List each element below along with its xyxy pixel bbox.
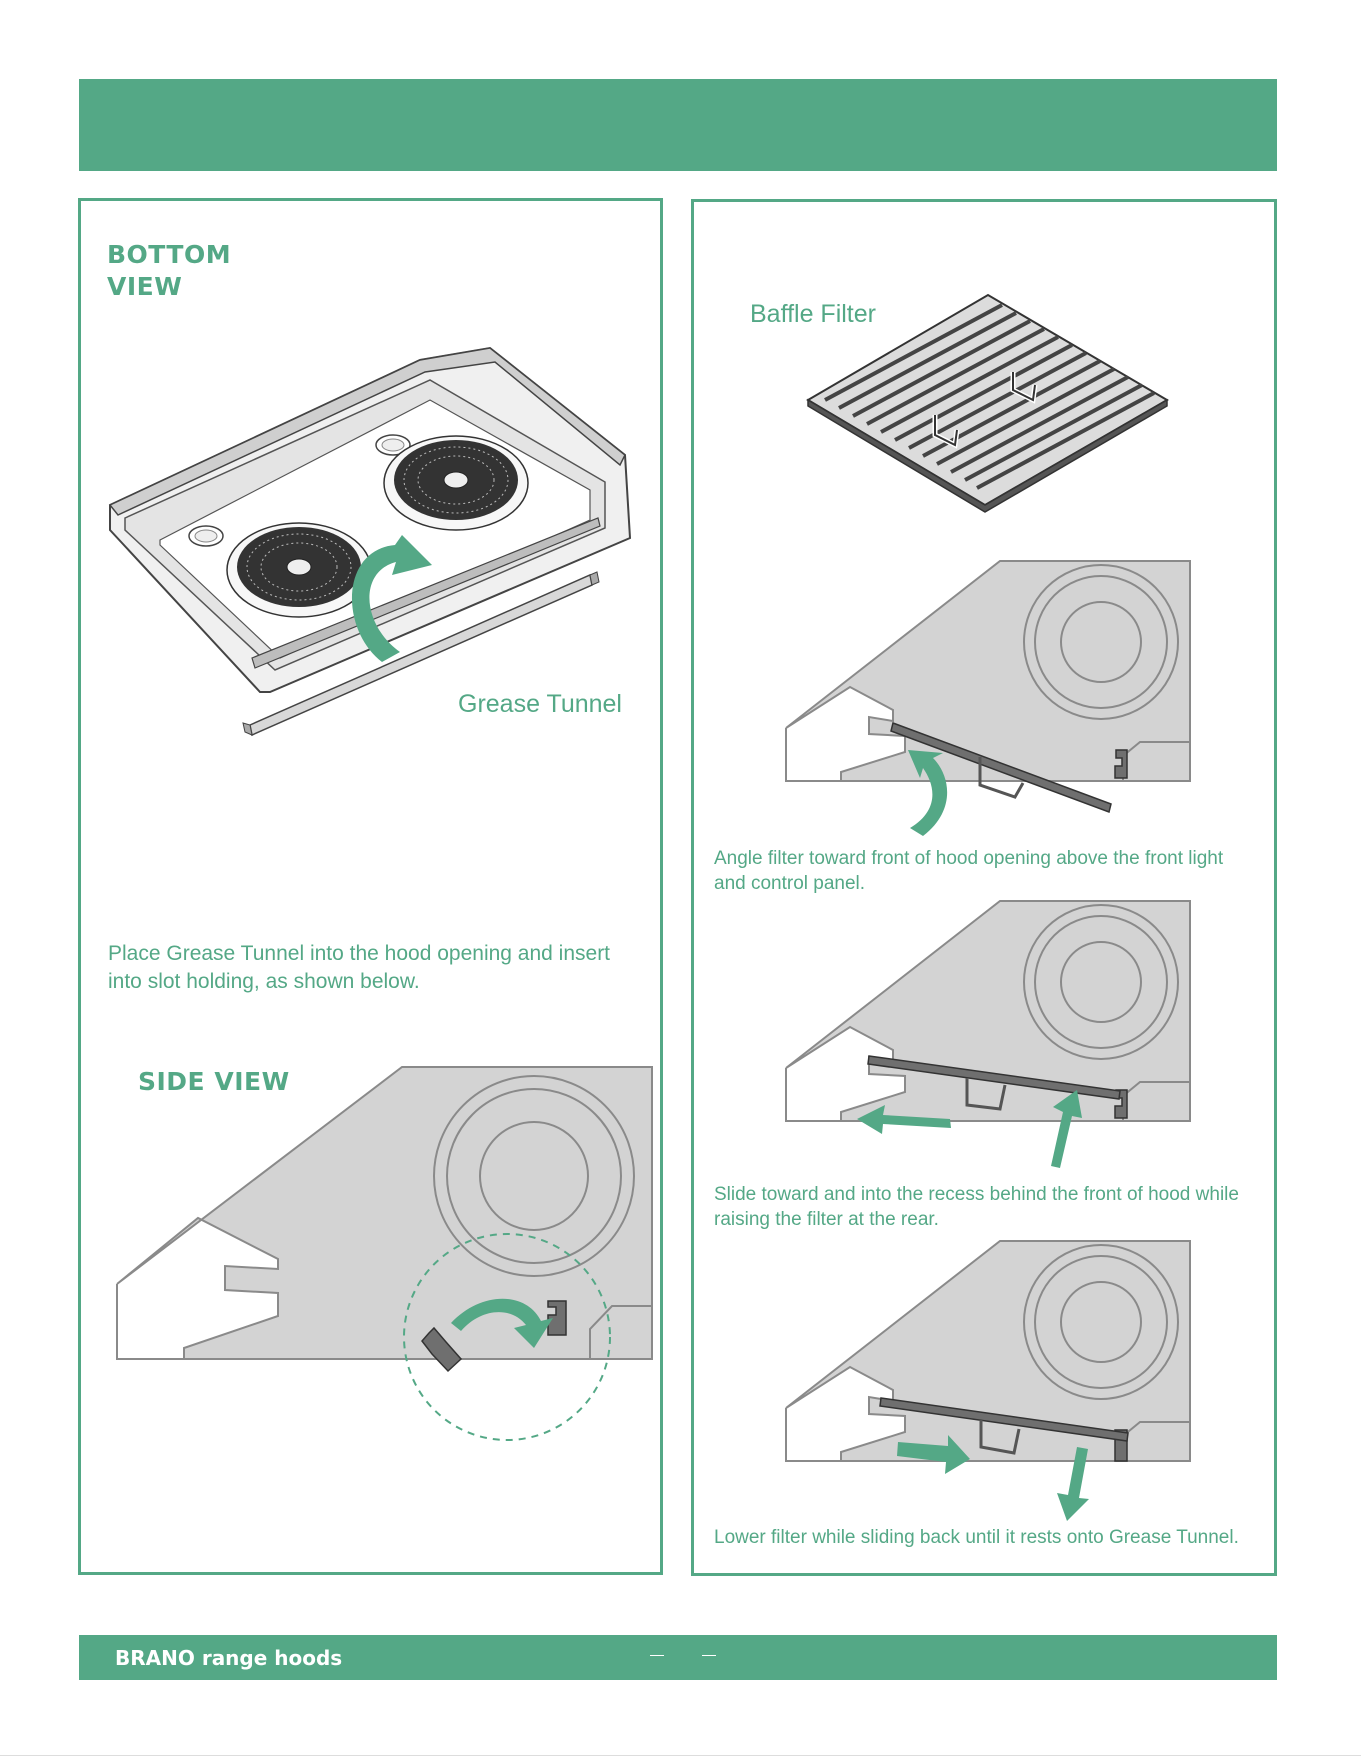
baffle-filter-panel xyxy=(691,199,1277,1576)
step-1-caption-line2: and control panel. xyxy=(714,873,866,894)
grease-tunnel-label: Grease Tunnel xyxy=(458,690,622,718)
grease-tunnel-instruction: Place Grease Tunnel into the hood openin… xyxy=(108,940,610,996)
step-2-slide-filter-illustration xyxy=(785,900,1191,1168)
footer-dash-left xyxy=(650,1655,664,1656)
step-2-caption-line2: raising the filter at the rear. xyxy=(714,1209,939,1230)
grease-tunnel-panel xyxy=(78,198,663,1575)
footer-brand: BRANO range hoods xyxy=(115,1646,343,1670)
hood-side-view-illustration xyxy=(116,1066,653,1441)
header-banner xyxy=(79,79,1277,171)
hood-bottom-view-illustration xyxy=(108,346,632,737)
step-3-caption: Lower filter while sliding back until it… xyxy=(714,1525,1239,1550)
footer-dash-right xyxy=(702,1655,716,1656)
instruction-line2: into slot holding, as shown below. xyxy=(108,970,420,993)
step-1-angle-filter-illustration xyxy=(785,560,1191,836)
step-2-caption: Slide toward and into the recess behind … xyxy=(714,1182,1239,1232)
step-1-caption: Angle filter toward front of hood openin… xyxy=(714,846,1223,896)
side-view-heading: SIDE VIEW xyxy=(138,1067,290,1096)
baffle-filter-label: Baffle Filter xyxy=(750,300,876,328)
step-3-lower-filter-illustration xyxy=(785,1240,1191,1521)
bottom-view-heading: BOTTOM VIEW xyxy=(107,239,231,303)
step-3-caption-line1: Lower filter while sliding back until it… xyxy=(714,1527,1239,1548)
step-2-caption-line1: Slide toward and into the recess behind … xyxy=(714,1184,1239,1205)
footer-bar: BRANO range hoods xyxy=(79,1635,1277,1680)
step-1-caption-line1: Angle filter toward front of hood openin… xyxy=(714,848,1224,869)
bottom-view-heading-line1: BOTTOM xyxy=(107,240,232,269)
baffle-filter-illustration xyxy=(806,293,1169,513)
instruction-line1: Place Grease Tunnel into the hood openin… xyxy=(108,942,611,965)
bottom-view-heading-line2: VIEW xyxy=(107,272,183,301)
page-bottom-edge xyxy=(0,1755,1361,1756)
